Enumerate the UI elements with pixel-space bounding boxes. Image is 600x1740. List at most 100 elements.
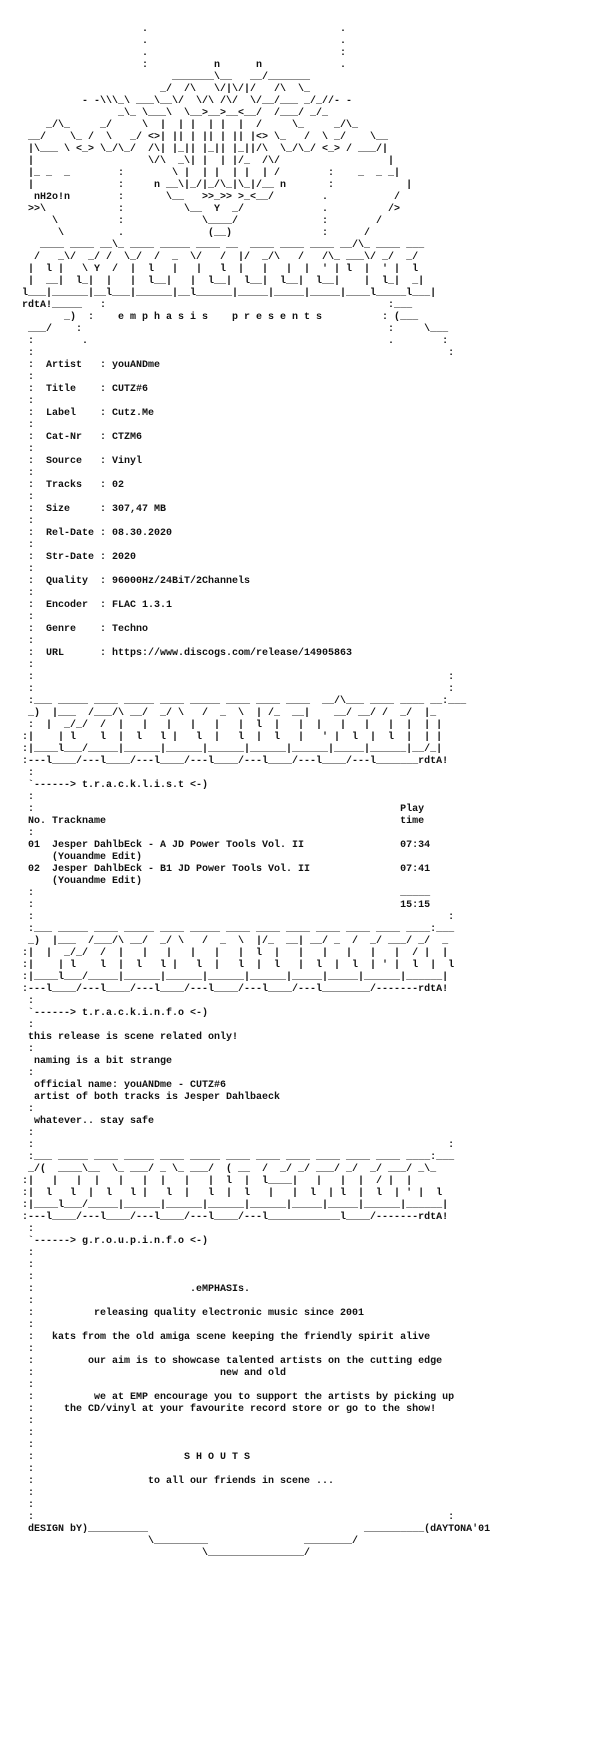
nfo-line: :	[16, 636, 35, 647]
nfo-line: :	[16, 1488, 35, 1499]
nfo-line: : Encoder : FLAC 1.3.1	[16, 600, 173, 611]
nfo-line: . .	[16, 24, 347, 35]
nfo-line: :	[16, 660, 35, 671]
nfo-line: :	[16, 1020, 35, 1031]
nfo-line: :	[16, 444, 35, 455]
nfo-line: :	[16, 492, 35, 503]
nfo-line: . :	[16, 48, 347, 59]
nfo-line: : kats from the old amiga scene keeping …	[16, 1332, 431, 1343]
nfo-line: dESIGN bY)__________ __________(dAYTONA'…	[16, 1524, 491, 1535]
nfo-line: nH2o!n : \__ >>_>> >_<__/ . /	[16, 192, 401, 203]
nfo-line: :	[16, 516, 35, 527]
nfo-line: :	[16, 1128, 35, 1139]
nfo-line: :| l l | l l | l | l | l | | l | l | l |…	[16, 1188, 443, 1199]
nfo-line: :	[16, 372, 35, 383]
nfo-line: :	[16, 540, 35, 551]
nfo-line: :| | _/_/ / | | | | | | l | | | | | | / …	[16, 948, 449, 959]
nfo-line: :	[16, 1440, 35, 1451]
nfo-line: :	[16, 1464, 35, 1475]
nfo-line: | l | \ Y / | l | | l | | | | ' | l | ' …	[16, 264, 419, 275]
nfo-line: :|____l___/_____|______|______|______|__…	[16, 972, 449, 983]
nfo-line: \_________ ________/	[16, 1536, 359, 1547]
nfo-line: ___/ : : \___	[16, 324, 449, 335]
nfo-line: |\___ \ <_> \_/\_/ /\| |_|| |_|| |_||/\ …	[16, 144, 389, 155]
nfo-line: ____ ____ __\_ ____ _____ ____ __ ____ _…	[16, 240, 425, 251]
nfo-line: :	[16, 420, 35, 431]
nfo-line: :	[16, 768, 35, 779]
nfo-line: : :	[16, 348, 455, 359]
nfo-line: :	[16, 588, 35, 599]
nfo-line: : :	[16, 1140, 455, 1151]
nfo-line: | \/\ _\| | | |/_ /\/ |	[16, 156, 395, 167]
nfo-line: : . . :	[16, 336, 449, 347]
nfo-line: : | _/_/ / | | | | | | l | | | | | | | |…	[16, 720, 443, 731]
nfo-line: |_ _ _ : \ | | | | | | / : _ _ _|	[16, 168, 401, 179]
nfo-line: No. Trackname time	[16, 816, 425, 827]
nfo-line: : Rel-Date : 08.30.2020	[16, 528, 173, 539]
nfo-line: / _\/ _/ / \_/ / _ \/ / |/ _/\ / /\_ ___…	[16, 252, 419, 263]
nfo-line: 02 Jesper DahlbEck - B1 JD Power Tools V…	[16, 864, 431, 875]
nfo-line: : Play	[16, 804, 425, 815]
nfo-line: :	[16, 1260, 35, 1271]
nfo-line: - -\\\_\ ___\__\/ \/\ /\/ \/__/___ _/_//…	[16, 96, 353, 107]
nfo-line: rdtA!_____ : :___	[16, 300, 413, 311]
nfo-line: : Quality : 96000Hz/24BiT/2Channels	[16, 576, 251, 587]
nfo-line: _/( ____\__ \_ ___/ _ \_ ___/ ( __ / _/ …	[16, 1164, 437, 1175]
nfo-line: : we at EMP encourage you to support the…	[16, 1392, 455, 1403]
nfo-line: \ : \____/ : /	[16, 216, 383, 227]
nfo-line: :---l____/---l____/---l____/---l____/---…	[16, 1212, 449, 1223]
nfo-line: this release is scene related only!	[16, 1032, 239, 1043]
nfo-line: : Size : 307,47 MB	[16, 504, 167, 515]
nfo-line: _/ /\ \/|\/|/ /\ \_	[16, 84, 311, 95]
nfo-line: : .eMPHASIs.	[16, 1284, 251, 1295]
nfo-line: \ . (__) : /	[16, 228, 371, 239]
nfo-line: :	[16, 828, 35, 839]
nfo-line: naming is a bit strange	[16, 1056, 173, 1067]
nfo-line: : our aim is to showcase talented artist…	[16, 1356, 443, 1367]
nfo-line: :	[16, 996, 35, 1007]
nfo-line: : the CD/vinyl at your favourite record …	[16, 1404, 437, 1415]
nfo-line: :	[16, 1068, 35, 1079]
nfo-line: | __| l_| | | l__| | l__| l__| l__| l__|…	[16, 276, 425, 287]
nfo-line: _/\_ _/ \ | | | | | | / \_ _/\_	[16, 120, 359, 131]
nfo-line: : S H O U T S	[16, 1452, 251, 1463]
nfo-line: __/ \_ / \ _/ <>| || | || | || |<> \_ / …	[16, 132, 389, 143]
nfo-line: . .	[16, 36, 347, 47]
nfo-line: _______\__ __/_______	[16, 72, 311, 83]
nfo-line: :	[16, 1428, 35, 1439]
nfo-line: _) |___ /___/\ __/ _/ \ / _ \ |/_ __| __…	[16, 936, 449, 947]
nfo-line: : Str-Date : 2020	[16, 552, 137, 563]
nfo-line: : Genre : Techno	[16, 624, 149, 635]
nfo-line: :---l____/---l____/---l____/---l____/---…	[16, 756, 449, 767]
nfo-line: 01 Jesper DahlbEck - A JD Power Tools Vo…	[16, 840, 431, 851]
nfo-line: :	[16, 1416, 35, 1427]
nfo-line: :	[16, 1320, 35, 1331]
nfo-line: `------> g.r.o.u.p.i.n.f.o <-)	[16, 1236, 209, 1247]
nfo-line: : n n .	[16, 60, 347, 71]
nfo-line: : to all our friends in scene ...	[16, 1476, 335, 1487]
nfo-line: :	[16, 1224, 35, 1235]
nfo-line: :	[16, 1044, 35, 1055]
nfo-line: | : n __\|_/|_/\_|\_|/__ n : |	[16, 180, 413, 191]
nfo-line: : :	[16, 1512, 455, 1523]
nfo-line: : Cat-Nr : CTZM6	[16, 432, 143, 443]
nfo-line: : :	[16, 684, 455, 695]
nfo-text: . . . . . : : n n	[16, 24, 586, 1560]
nfo-line: : releasing quality electronic music sin…	[16, 1308, 365, 1319]
nfo-line: >>\ : \__ Y _/ . />	[16, 204, 401, 215]
nfo-line: : Source : Vinyl	[16, 456, 143, 467]
nfo-line: whatever.. stay safe	[16, 1116, 155, 1127]
nfo-line: (Youandme Edit)	[16, 876, 143, 887]
nfo-line: : Title : CUTZ#6	[16, 384, 149, 395]
nfo-line: :	[16, 1296, 35, 1307]
nfo-line: :	[16, 612, 35, 623]
nfo-line: official name: youANDme - CUTZ#6	[16, 1080, 227, 1091]
nfo-line: :	[16, 1272, 35, 1283]
nfo-line: : Artist : youANDme	[16, 360, 161, 371]
nfo-line: \________________/	[16, 1548, 311, 1559]
nfo-line: _) : e m p h a s i s p r e s e n t s : (…	[16, 312, 419, 323]
nfo-line: : 15:15	[16, 900, 431, 911]
nfo-line: : _____	[16, 888, 431, 899]
nfo-line: :___ _____ ____ _____ ____ _____ ____ __…	[16, 924, 455, 935]
nfo-line: :	[16, 1104, 35, 1115]
